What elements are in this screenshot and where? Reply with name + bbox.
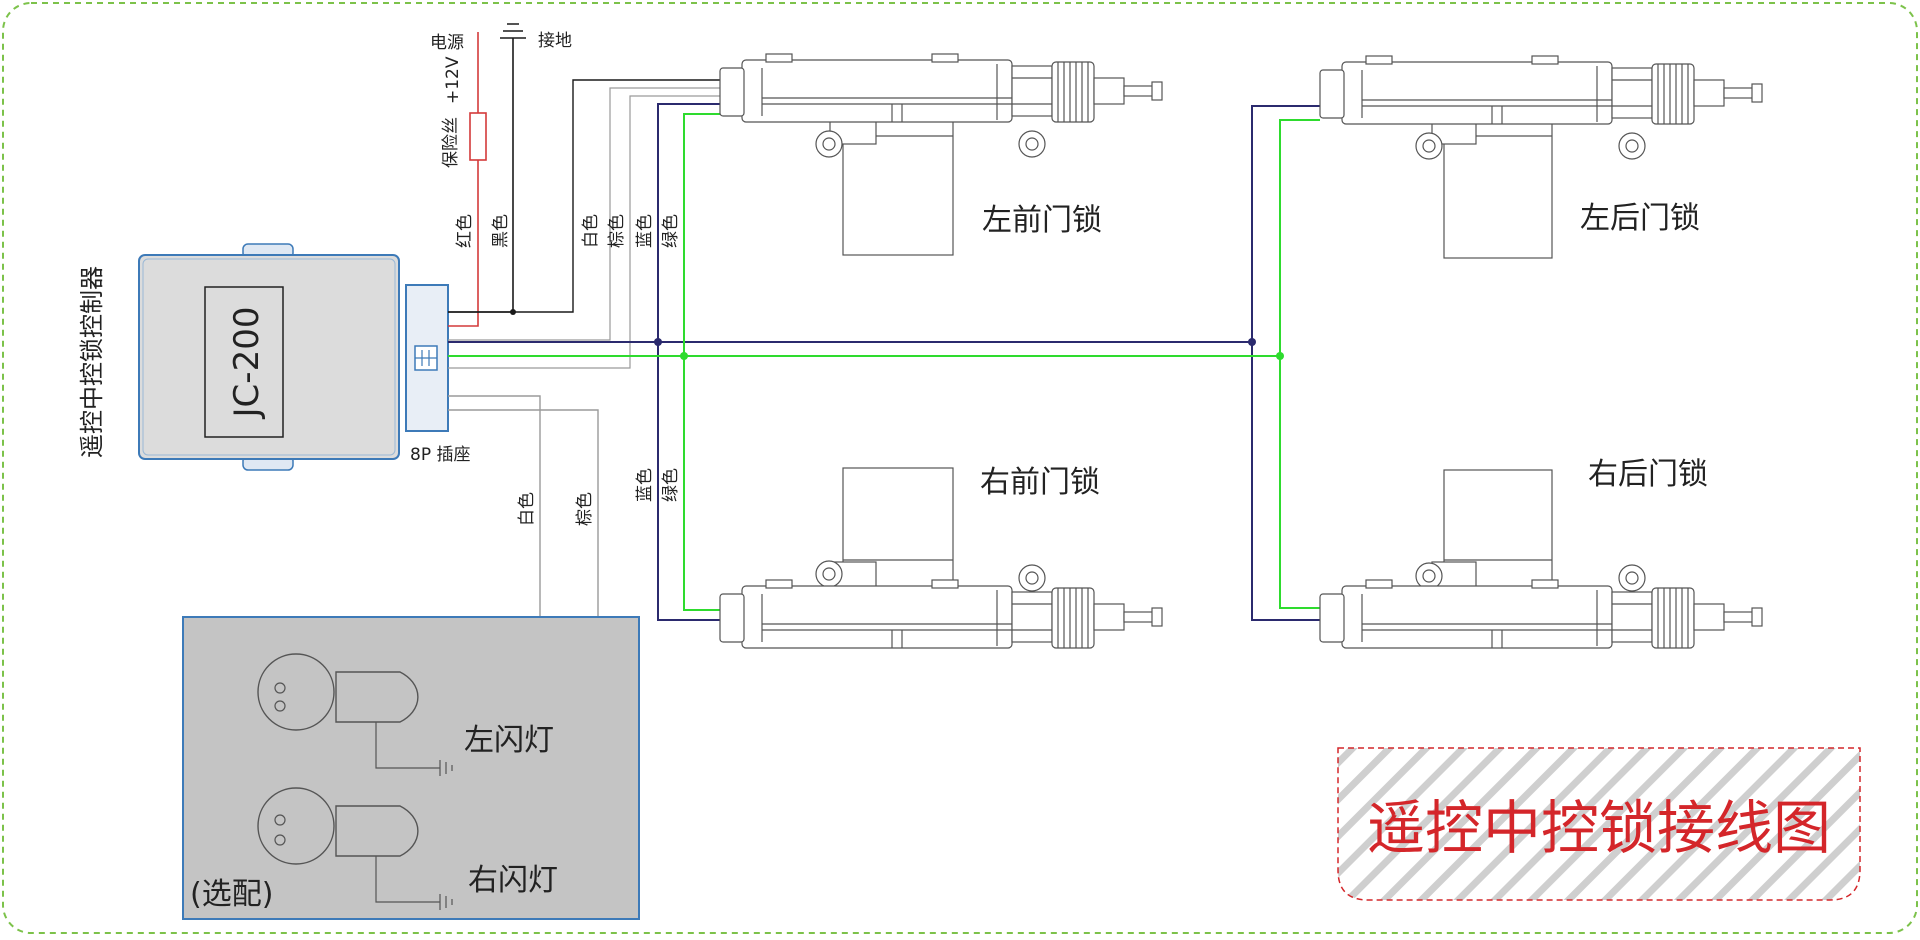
lock-rear-right [1319,469,1763,649]
label-rear-left-lock: 左后门锁 [1580,201,1700,236]
lock-front-right [719,467,1163,649]
blue-bus [448,103,1320,621]
label-front-right-lock: 右前门锁 [980,465,1100,500]
socket-label: 8P 插座 [410,445,470,465]
wire-label-lamp-brown: 棕色 [575,492,595,526]
socket-8p [405,284,449,432]
wire-label-white: 白色 [581,214,601,248]
wire-label-lower-green: 绿色 [661,468,681,502]
power-source-label: 电源 [430,33,464,53]
fuse [469,112,487,161]
left-lamp-icon [257,653,453,776]
title-box: 遥控中控锁接线图 [1337,747,1861,901]
diagram-title: 遥控中控锁接线图 [1367,794,1831,862]
label-front-left-lock: 左前门锁 [982,203,1102,238]
controller-model: JC-200 [227,307,267,420]
green-bus [448,113,1320,611]
wire-label-lower-blue: 蓝色 [635,468,655,502]
label-rear-right-lock: 右后门锁 [1588,457,1708,492]
wire-label-blue: 蓝色 [635,214,655,248]
wire-label-green: 绿色 [661,214,681,248]
lock-rear-left [1319,55,1763,259]
lamp-panel: 左闪灯 右闪灯 (选配) [182,616,640,920]
controller-label: 遥控中控锁控制器 [78,266,106,458]
wire-label-brown: 棕色 [607,214,627,248]
fuse-label: 保险丝 [441,117,461,168]
ground-symbol [500,23,526,39]
gray-wire-1 [448,87,720,341]
controller-unit: JC-200 遥控中控锁控制器 [78,243,400,471]
white-lock-wire [448,79,720,313]
lock-front-left [719,53,1163,256]
red-wire [448,32,487,327]
ground-label: 接地 [538,31,572,51]
label-left-lamp: 左闪灯 [464,723,554,758]
gray-wire-2 [448,95,720,369]
right-lamp-icon [257,787,453,910]
wire-label-black: 黑色 [491,214,511,248]
voltage-label: +12V [443,56,463,104]
label-right-lamp: 右闪灯 [468,863,558,898]
wire-label-lamp-white: 白色 [517,492,537,526]
wire-label-red: 红色 [455,214,475,248]
label-optional: (选配) [190,877,273,912]
